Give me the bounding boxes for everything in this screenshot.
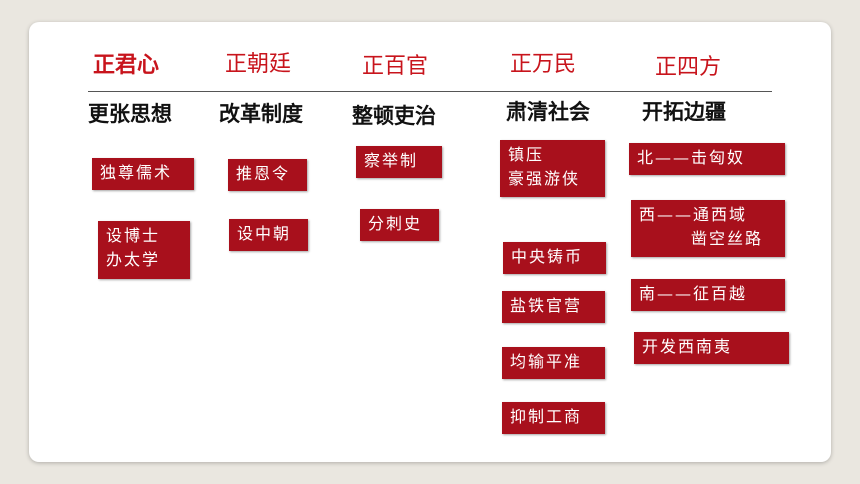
- box-zhongyang-zhubi: 中央铸币: [503, 242, 606, 274]
- box-duzun-rushu: 独尊儒术: [92, 158, 194, 190]
- box-yantie-guanying: 盐铁官营: [502, 291, 605, 323]
- subheading-gengzhang-sixiang: 更张思想: [88, 102, 172, 126]
- box-she-zhongchao: 设中朝: [229, 219, 308, 251]
- box-xi-tong-xiyu: 西——通西域凿空丝路: [631, 200, 785, 257]
- box-bei-ji-xiongnu: 北——击匈奴: [629, 143, 785, 175]
- box-tuienling: 推恩令: [228, 159, 307, 191]
- box-chajuzhi: 察举制: [356, 146, 442, 178]
- box-junshu-pingzhun: 均输平准: [502, 347, 605, 379]
- subheading-kaituo-bianjiang: 开拓边疆: [642, 100, 726, 124]
- box-she-boshi-ban-taixue: 设博士办太学: [98, 221, 190, 279]
- box-yizhi-gongshang: 抑制工商: [502, 402, 605, 434]
- heading-zheng-junxin: 正君心: [93, 53, 160, 78]
- header-divider: [88, 91, 772, 92]
- heading-zheng-baiguan: 正百官: [362, 54, 429, 79]
- heading-zheng-chaoting: 正朝廷: [225, 52, 292, 77]
- box-zhenya-haoqiang-youxia: 镇压豪强游侠: [500, 140, 605, 197]
- heading-zheng-sifang: 正四方: [655, 55, 722, 80]
- box-kaifa-xinanyi: 开发西南夷: [634, 332, 789, 364]
- subheading-zhengdun-lizhi: 整顿吏治: [352, 104, 436, 128]
- box-fen-cishi: 分刺史: [360, 209, 439, 241]
- heading-zheng-wanmin: 正万民: [510, 52, 577, 77]
- box-nan-zheng-baiyue: 南——征百越: [631, 279, 785, 311]
- subheading-gaige-zhidu: 改革制度: [219, 102, 303, 126]
- subheading-suqing-shehui: 肃清社会: [506, 100, 590, 124]
